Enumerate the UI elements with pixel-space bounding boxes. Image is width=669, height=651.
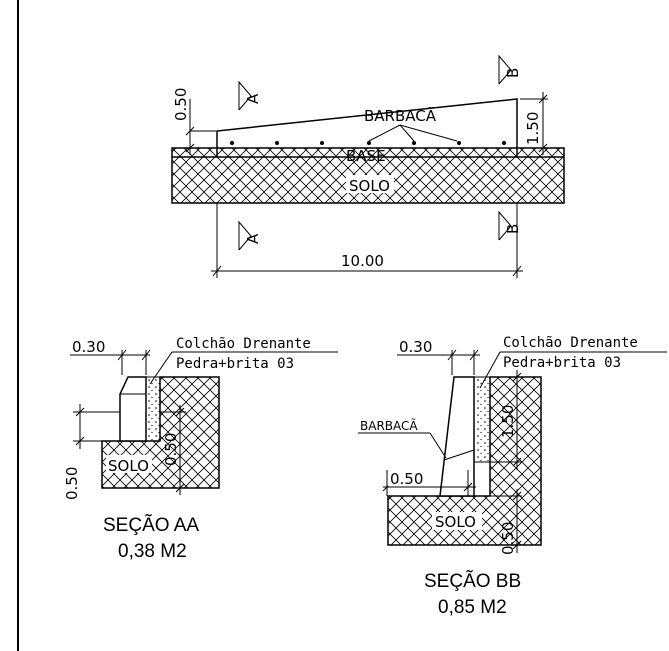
section-aa-note-leader xyxy=(149,351,338,385)
section-bb-title: SEÇÃO BB xyxy=(424,570,521,592)
section-aa-soil-label: SOLO xyxy=(108,457,149,475)
section-bb-wall xyxy=(439,376,475,497)
section-aa-note-line1: Colchão Drenante xyxy=(176,336,311,352)
weep-hole-label: BARBACÃ xyxy=(364,106,437,125)
section-aa-dim-left xyxy=(73,404,120,449)
dim-right-height xyxy=(520,92,548,155)
section-bb-dim-base-height xyxy=(490,489,522,553)
section-aa-area: 0,38 M2 xyxy=(118,541,187,562)
section-aa-dim-inner xyxy=(160,405,186,495)
section-aa-wall xyxy=(119,376,147,442)
section-bb-dim-base-mask xyxy=(388,469,428,486)
section-aa: SOLO 0.30 Colchão Drenante Pedra+brita 0… xyxy=(63,336,338,562)
section-aa-dim-width-text: 0.30 xyxy=(72,338,105,356)
cut-b-top-label: B xyxy=(504,68,522,78)
section-bb-area: 0,85 M2 xyxy=(438,597,507,618)
section-aa-soil-label-mask xyxy=(106,455,152,473)
soil-label-mask xyxy=(346,175,394,193)
section-bb-dim-width-text: 0.30 xyxy=(399,338,432,356)
wall-outline xyxy=(216,98,518,157)
dim-right-height-text: 1.50 xyxy=(524,112,542,145)
section-aa-title: SEÇÃO AA xyxy=(103,514,199,536)
section-bb-dim-width xyxy=(397,349,480,375)
dim-left-height xyxy=(185,99,216,155)
sheet-border-line xyxy=(17,0,19,651)
section-aa-dim-left-text: 0.50 xyxy=(63,467,81,500)
section-bb: SOLO 0.30 Colchão Drenante Pedra+brita 0… xyxy=(358,335,667,618)
dim-length-text: 10.00 xyxy=(341,252,384,270)
section-bb-note-line2: Pedra+brita 03 xyxy=(503,355,621,371)
section-bb-soil-label-mask xyxy=(432,512,482,530)
section-aa-dim-inner-text: 0.50 xyxy=(162,433,180,466)
section-bb-drain xyxy=(473,376,491,463)
section-bb-dim-base xyxy=(382,470,476,496)
section-bb-note-leader xyxy=(479,351,667,389)
elevation-view: SOLO BASE BARBACÃ 0.50 xyxy=(171,54,565,278)
section-bb-dim-wall xyxy=(490,370,522,470)
section-bb-dim-base-text: 0.50 xyxy=(390,470,423,488)
section-bb-barbaca-leader xyxy=(358,432,447,459)
section-bb-dim-base-height-text: 0.50 xyxy=(499,522,517,555)
cut-a-top-label: A xyxy=(244,93,262,104)
base-label: BASE xyxy=(346,147,386,165)
section-aa-dim-width xyxy=(70,349,151,375)
section-bb-weep-pipe xyxy=(443,449,475,461)
cut-a-bottom-label: A xyxy=(244,233,262,244)
weep-hole-leaders xyxy=(368,124,458,142)
section-bb-dim-wall-text: 1.50 xyxy=(499,405,517,438)
section-aa-drain xyxy=(145,376,161,442)
dim-length xyxy=(211,265,523,277)
cut-line-b xyxy=(498,54,518,278)
section-bb-soil-label: SOLO xyxy=(435,513,476,531)
section-bb-note-line1: Colchão Drenante xyxy=(503,335,638,351)
section-bb-barbaca-label: BARBACÃ xyxy=(360,418,418,433)
soil-label: SOLO xyxy=(349,177,390,195)
section-aa-note-line2: Pedra+brita 03 xyxy=(176,356,294,372)
dim-left-height-text: 0.50 xyxy=(172,88,190,121)
cut-b-bottom-label: B xyxy=(504,224,522,234)
cut-line-a xyxy=(216,80,252,278)
weep-holes xyxy=(230,141,506,145)
